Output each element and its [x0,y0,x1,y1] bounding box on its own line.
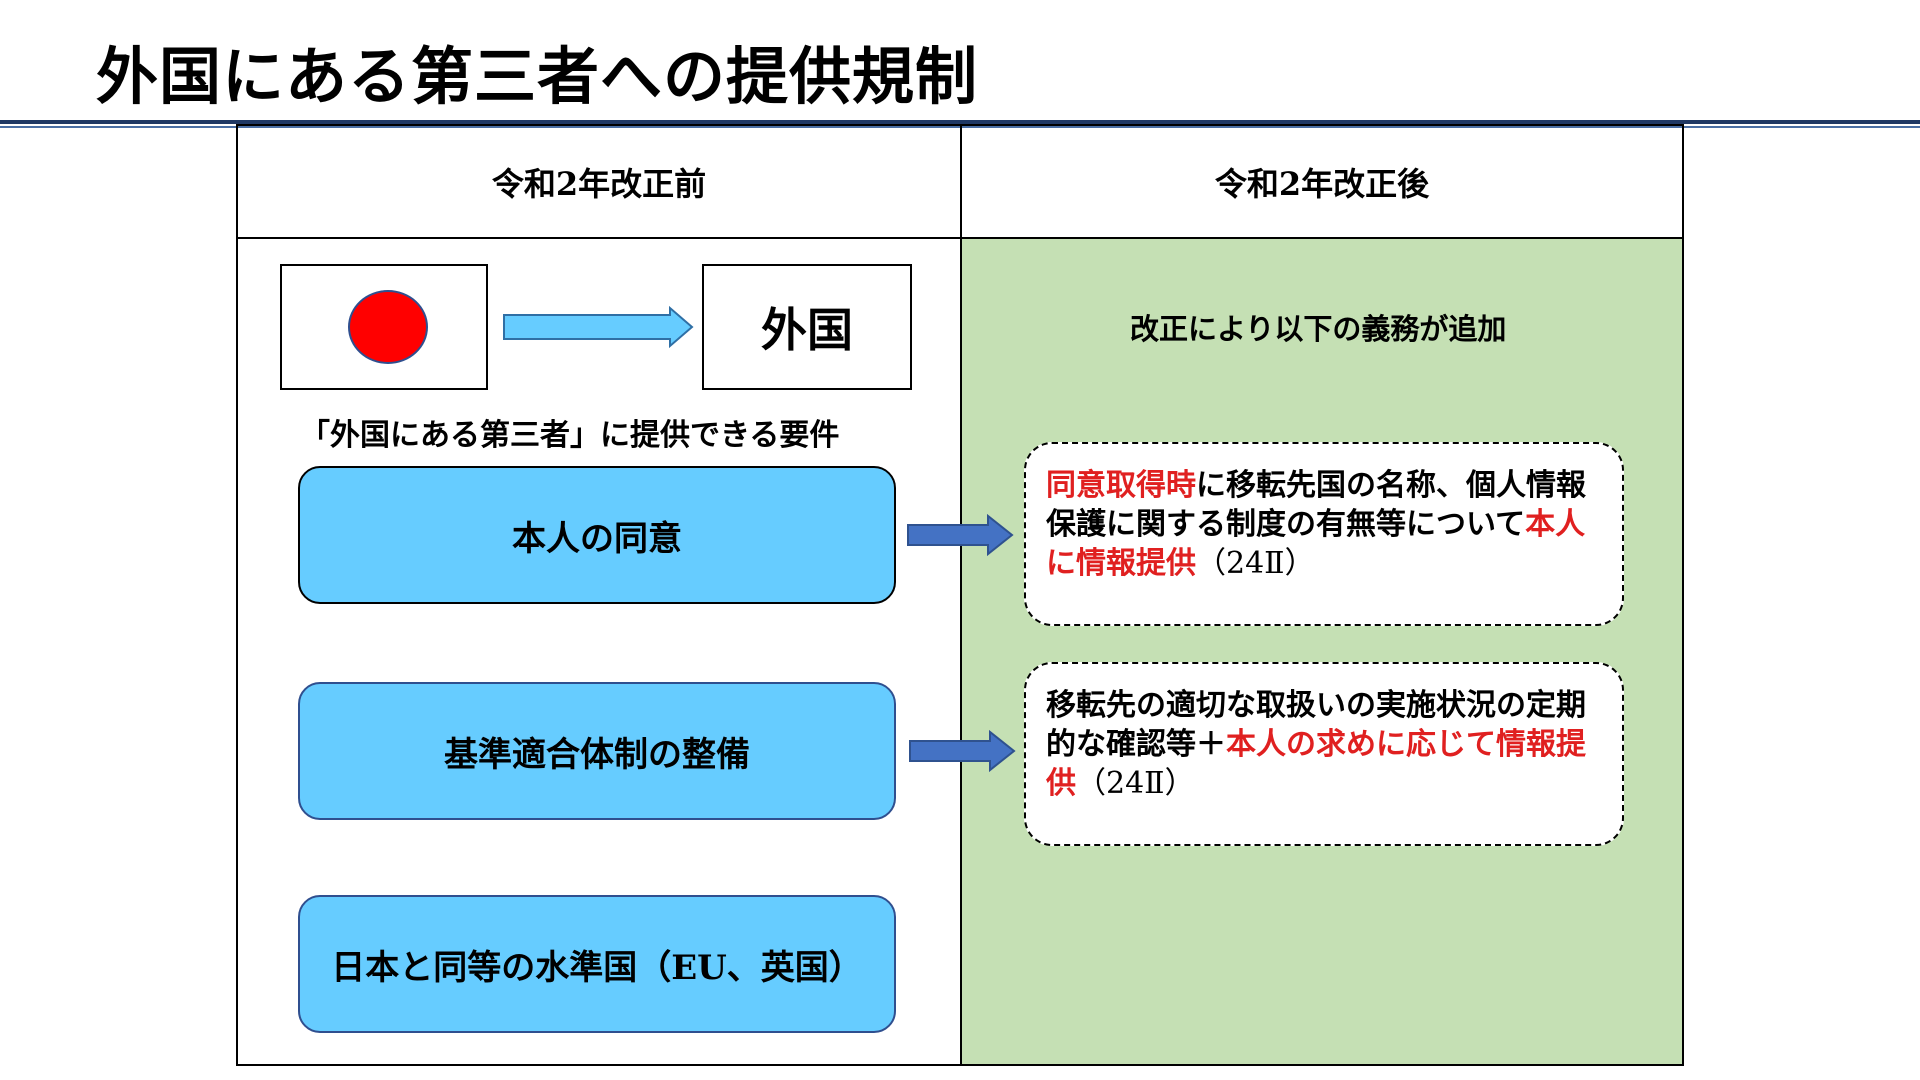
note1-emphasis-a: 同意取得時 [1046,468,1196,503]
added-obligations-caption: 改正により以下の義務が追加 [1130,312,1507,346]
note2-emphasis: 本人の求めに応じて情報提供 [1046,727,1586,801]
header-before: 令和2年改正前 [491,164,707,203]
title-rule [0,120,1920,124]
requirement-consent: 本人の同意 [298,466,896,604]
comparison-table: 令和2年改正前 令和2年改正後 [236,124,1684,1066]
japan-flag [280,264,488,390]
transfer-arrow-icon [503,305,694,349]
page-title: 外国にある第三者への提供規制 [96,40,979,113]
column-divider [960,126,962,1064]
obligation-note-1: 同意取得時に移転先国の名称、個人情報保護に関する制度の有無等について本人に情報提… [1024,442,1624,626]
note2-reference: （24Ⅱ） [1076,766,1195,801]
note2-text: 移転先の適切な取扱いの実施状況の定期的な確認等＋ [1046,688,1586,762]
flag-sun-icon [348,290,428,364]
requirements-caption: 「外国にある第三者」に提供できる要件 [300,418,840,453]
requirement-adequate-country: 日本と同等の水準国（EU、英国） [298,895,896,1033]
foreign-country-box: 外国 [702,264,912,390]
note1-emphasis-b: 本人に情報提供 [1046,507,1586,581]
arrow-2-icon [909,729,1016,773]
note1-text: に移転先国の名称、個人情報保護に関する制度の有無等について [1046,468,1586,542]
obligation-note-2: 移転先の適切な取扱いの実施状況の定期的な確認等＋本人の求めに応じて情報提供（24… [1024,662,1624,846]
header-after: 令和2年改正後 [1214,164,1430,203]
note1-reference: （24Ⅱ） [1196,546,1315,581]
arrow-1-icon [907,513,1014,557]
requirement-system: 基準適合体制の整備 [298,682,896,820]
after-panel [962,239,1682,1064]
